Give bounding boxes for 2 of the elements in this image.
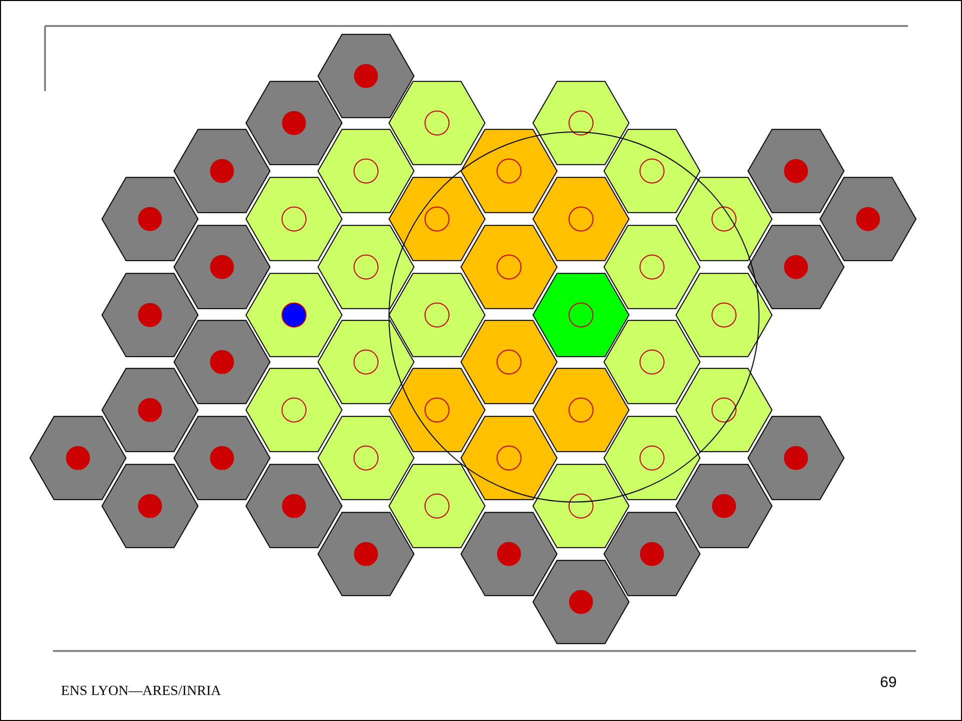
page-number: 69: [880, 674, 897, 691]
footer-text: ENS LYON—ARES/INRIA: [61, 684, 221, 700]
